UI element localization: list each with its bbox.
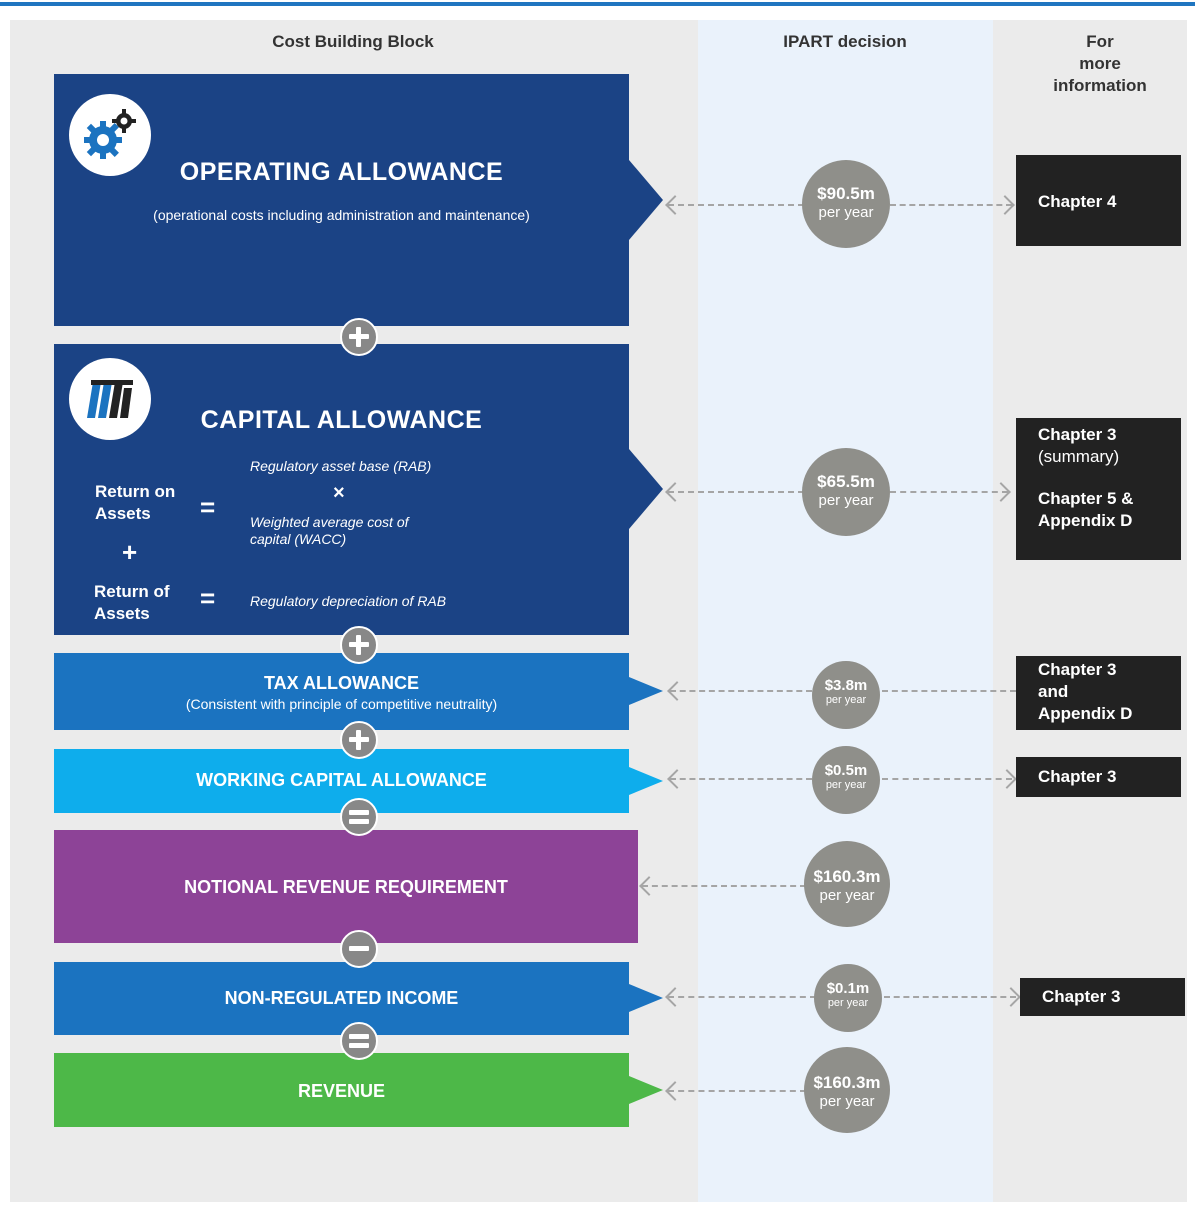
- plus-operator-3: [340, 721, 378, 759]
- equals-operator-1: [340, 798, 378, 836]
- connector-line: [668, 1090, 806, 1092]
- connector-line: [642, 885, 806, 887]
- connector-line: [882, 778, 1012, 780]
- chapter-ref-line: (summary): [1038, 447, 1120, 466]
- minus-operator: [340, 930, 378, 968]
- header-ipart-decision: IPART decision: [783, 32, 907, 51]
- header-more-info-line3: information: [1053, 76, 1147, 95]
- capital-pointer: [629, 449, 663, 529]
- chapter-ref-tax: Chapter 3 and Appendix D: [1016, 656, 1181, 730]
- tax-pointer: [629, 677, 663, 705]
- connector-line: [670, 690, 812, 692]
- connector-line: [890, 491, 1008, 493]
- decision-amount: $0.1m: [826, 980, 870, 997]
- depreciation-text: Regulatory depreciation of RAB: [250, 593, 447, 609]
- chapter-ref-line: Chapter 3: [1038, 660, 1117, 679]
- plus-operator-1: [340, 318, 378, 356]
- operating-allowance-subtitle: (operational costs including administrat…: [153, 207, 530, 223]
- connector-line: [668, 491, 804, 493]
- decision-circle-operating: $90.5m per year: [802, 160, 890, 248]
- decision-amount: $160.3m: [813, 1073, 881, 1092]
- working-capital-block: WORKING CAPITAL ALLOWANCE: [54, 749, 629, 813]
- operating-allowance-title: OPERATING ALLOWANCE: [179, 158, 504, 186]
- capital-allowance-title: CAPITAL ALLOWANCE: [200, 406, 483, 434]
- plus-sign: +: [122, 537, 138, 567]
- decision-circle-notional: $160.3m per year: [804, 841, 890, 927]
- connector-line: [668, 204, 804, 206]
- plus-operator-2: [340, 626, 378, 664]
- tax-allowance-title: TAX ALLOWANCE: [264, 673, 419, 693]
- connector-line: [890, 204, 1012, 206]
- chapter-ref-line: Chapter 3: [1038, 767, 1117, 786]
- decision-amount: $90.5m: [817, 184, 875, 203]
- non-regulated-pointer: [629, 984, 663, 1012]
- equals-sign-1: =: [200, 492, 216, 522]
- gears-icon: [69, 94, 151, 176]
- decision-circle-capital: $65.5m per year: [802, 448, 890, 536]
- decision-unit: per year: [818, 492, 874, 509]
- non-regulated-income-block: NON-REGULATED INCOME: [54, 962, 629, 1035]
- notional-revenue-title: NOTIONAL REVENUE REQUIREMENT: [184, 877, 508, 897]
- decision-unit: per year: [825, 694, 867, 706]
- tax-allowance-subtitle: (Consistent with principle of competitiv…: [185, 696, 498, 712]
- header-cost-building-block: Cost Building Block: [272, 32, 434, 51]
- decision-unit: per year: [827, 997, 869, 1009]
- decision-amount: $160.3m: [813, 867, 881, 886]
- capital-allowance-block: CAPITAL ALLOWANCE Return on Assets = Reg…: [54, 344, 629, 635]
- decision-unit: per year: [819, 1093, 875, 1110]
- header-more-info-line1: For: [1086, 32, 1114, 51]
- working-capital-title: WORKING CAPITAL ALLOWANCE: [196, 770, 487, 790]
- connector-line: [882, 690, 1016, 692]
- header-more-information: For more information: [1010, 31, 1190, 97]
- logo-icon: [69, 358, 151, 440]
- connector-line: [668, 996, 816, 998]
- decision-unit: per year: [825, 779, 867, 791]
- chapter-ref-line: Chapter 3: [1042, 987, 1121, 1006]
- chapter-ref-line: Chapter 5 &: [1038, 489, 1134, 508]
- decision-unit: per year: [818, 204, 874, 221]
- revenue-block: REVENUE: [54, 1053, 629, 1127]
- chapter-ref-capital: Chapter 3 (summary) Chapter 5 & Appendix…: [1016, 418, 1181, 560]
- tax-allowance-block: TAX ALLOWANCE (Consistent with principle…: [54, 653, 629, 730]
- header-more-info-line2: more: [1079, 54, 1121, 73]
- chapter-ref-line: and: [1038, 682, 1069, 701]
- chapter-ref-line: Chapter 3: [1038, 425, 1117, 444]
- decision-circle-revenue: $160.3m per year: [804, 1047, 890, 1133]
- revenue-pointer: [629, 1076, 663, 1104]
- decision-amount: $3.8m: [824, 677, 868, 694]
- decision-circle-tax: $3.8m per year: [812, 661, 880, 729]
- chapter-ref-line: Appendix D: [1038, 704, 1133, 723]
- chapter-ref-operating: Chapter 4: [1016, 155, 1181, 246]
- chapter-ref-line: Chapter 4: [1038, 192, 1117, 211]
- connector-line: [670, 778, 812, 780]
- operating-pointer: [629, 160, 663, 240]
- return-of-assets-label: Return of Assets: [94, 582, 170, 623]
- wacc-text: Weighted average cost of capital (WACC): [250, 514, 409, 547]
- decision-unit: per year: [819, 887, 875, 904]
- return-on-assets-label: Return on Assets: [95, 482, 176, 523]
- times-sign: ×: [333, 482, 345, 504]
- working-capital-pointer: [629, 767, 663, 795]
- decision-circle-non-regulated: $0.1m per year: [814, 964, 882, 1032]
- chapter-ref-working-capital: Chapter 3: [1016, 757, 1181, 797]
- non-regulated-income-title: NON-REGULATED INCOME: [224, 988, 459, 1008]
- top-rule: [0, 2, 1195, 6]
- connector-line: [884, 996, 1016, 998]
- operating-allowance-block: OPERATING ALLOWANCE (operational costs i…: [54, 74, 629, 326]
- rab-text: Regulatory asset base (RAB): [250, 458, 432, 474]
- equals-operator-2: [340, 1022, 378, 1060]
- decision-circle-working-capital: $0.5m per year: [812, 746, 880, 814]
- chapter-ref-non-regulated: Chapter 3: [1020, 978, 1185, 1016]
- chapter-ref-line: Appendix D: [1038, 511, 1133, 530]
- notional-revenue-block: NOTIONAL REVENUE REQUIREMENT: [54, 830, 638, 943]
- equals-sign-2: =: [200, 583, 216, 613]
- revenue-title: REVENUE: [297, 1081, 386, 1101]
- decision-amount: $0.5m: [824, 762, 868, 779]
- decision-amount: $65.5m: [817, 472, 875, 491]
